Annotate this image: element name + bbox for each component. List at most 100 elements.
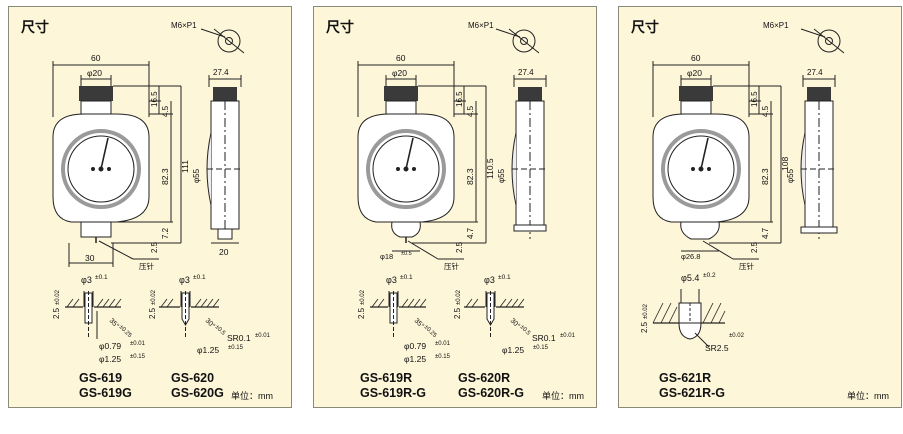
svg-text:27.4: 27.4 bbox=[213, 68, 229, 77]
dial-ring bbox=[366, 129, 446, 209]
unit-label: 单位：mm bbox=[847, 391, 889, 401]
svg-text:60: 60 bbox=[396, 53, 406, 63]
svg-text:2.5: 2.5 bbox=[52, 307, 61, 319]
svg-text:±0.1: ±0.1 bbox=[193, 274, 206, 281]
thread-symbol bbox=[512, 29, 536, 53]
svg-text:压针: 压针 bbox=[739, 261, 754, 271]
knurled-knob bbox=[79, 86, 113, 101]
svg-text:82.3: 82.3 bbox=[760, 168, 770, 185]
svg-text:16.5: 16.5 bbox=[455, 91, 464, 107]
svg-text:60: 60 bbox=[691, 53, 701, 63]
svg-text:±0.02: ±0.02 bbox=[360, 289, 366, 305]
svg-text:16.5: 16.5 bbox=[750, 91, 759, 107]
drawing-panel-gs-621r: 尺寸 M6×P1 60 φ20 16.5 4.5 108 82.3 2.5 4.… bbox=[618, 6, 902, 408]
svg-text:27.4: 27.4 bbox=[518, 68, 534, 77]
panel-title: 尺寸 bbox=[21, 19, 49, 35]
drawing-panel-gs-619: 尺寸 M6×P1 60 φ20 16.5 4.5 111 82.3 2.5 bbox=[8, 6, 292, 408]
panel-title: 尺寸 bbox=[631, 19, 659, 35]
svg-text:±0.1: ±0.1 bbox=[95, 274, 108, 281]
drawing-panel-gs-619r: 尺寸 M6×P1 60 φ20 16.5 4.5 110.5 82.3 2.5 … bbox=[313, 6, 597, 408]
dial-needle bbox=[700, 137, 709, 170]
svg-text:SR2.5: SR2.5 bbox=[705, 343, 729, 353]
svg-text:φ5.4: φ5.4 bbox=[681, 273, 699, 283]
svg-text:φ55: φ55 bbox=[786, 168, 795, 183]
svg-text:2.5: 2.5 bbox=[455, 241, 464, 253]
svg-text:φ55: φ55 bbox=[192, 168, 201, 183]
svg-text:4.7: 4.7 bbox=[466, 227, 475, 239]
svg-text:±0.15: ±0.15 bbox=[435, 354, 451, 360]
svg-text:±0.1: ±0.1 bbox=[498, 274, 511, 281]
svg-text:φ20: φ20 bbox=[87, 68, 102, 78]
svg-text:±0.01: ±0.01 bbox=[435, 341, 451, 347]
svg-text:φ20: φ20 bbox=[392, 68, 407, 78]
svg-text:φ0.79: φ0.79 bbox=[99, 341, 121, 351]
svg-text:2.5: 2.5 bbox=[148, 307, 157, 319]
svg-text:60: 60 bbox=[91, 53, 101, 63]
svg-text:M6×P1: M6×P1 bbox=[763, 21, 789, 30]
unit-label: 单位：mm bbox=[542, 391, 584, 401]
svg-text:4.7: 4.7 bbox=[761, 227, 770, 239]
svg-text:φ3: φ3 bbox=[179, 275, 190, 285]
svg-text:20: 20 bbox=[219, 247, 229, 257]
svg-text:±0.01: ±0.01 bbox=[560, 333, 576, 339]
svg-text:82.3: 82.3 bbox=[160, 168, 170, 185]
indenter-detail-b: φ3 ±0.1 2.5 ±0.02 30° ±0.5 SR0.1 ±0.01 φ… bbox=[148, 274, 271, 355]
thread-label: M6×P1 bbox=[171, 21, 197, 30]
svg-text:φ3: φ3 bbox=[81, 275, 92, 285]
svg-text:±0.1: ±0.1 bbox=[400, 274, 413, 281]
svg-text:2.5: 2.5 bbox=[640, 321, 649, 333]
svg-text:φ1.25: φ1.25 bbox=[502, 345, 524, 355]
svg-text:SR0.1: SR0.1 bbox=[227, 333, 251, 343]
svg-text:108: 108 bbox=[780, 157, 790, 171]
svg-text:M6×P1: M6×P1 bbox=[468, 21, 494, 30]
svg-text:4.5: 4.5 bbox=[466, 105, 475, 117]
svg-text:±0.25: ±0.25 bbox=[423, 324, 438, 339]
svg-text:φ18: φ18 bbox=[380, 252, 393, 261]
thread-hole bbox=[225, 37, 233, 45]
indenter-detail-a: φ3 ±0.1 2.5 ±0.02 35° ±0.25 φ0.79 ±0.01 … bbox=[357, 274, 451, 364]
svg-text:±0.02: ±0.02 bbox=[151, 289, 157, 305]
svg-text:φ1.25: φ1.25 bbox=[197, 345, 219, 355]
svg-text:2.5: 2.5 bbox=[357, 307, 366, 319]
svg-text:±0.02: ±0.02 bbox=[729, 333, 745, 339]
dial-needle bbox=[100, 137, 109, 170]
svg-text:82.3: 82.3 bbox=[465, 168, 475, 185]
svg-text:16.5: 16.5 bbox=[150, 91, 159, 107]
svg-text:±0.02: ±0.02 bbox=[643, 303, 649, 319]
svg-text:±0.15: ±0.15 bbox=[130, 354, 146, 360]
svg-text:φ1.25: φ1.25 bbox=[99, 354, 121, 364]
thread-symbol bbox=[817, 29, 841, 53]
svg-text:±0.02: ±0.02 bbox=[55, 289, 61, 305]
technical-drawing-3: M6×P1 60 φ20 16.5 4.5 108 82.3 2.5 4.7 φ… bbox=[640, 21, 845, 353]
svg-text:±0.01: ±0.01 bbox=[255, 333, 271, 339]
svg-text:φ0.79: φ0.79 bbox=[404, 341, 426, 351]
side-knob bbox=[807, 87, 831, 101]
svg-text:φ55: φ55 bbox=[497, 168, 506, 183]
indenter-detail-a: φ3 ±0.1 2.5 ±0.02 35° ±0.25 φ0.79 ±0.01 … bbox=[52, 274, 146, 364]
svg-text:±0.5: ±0.5 bbox=[214, 324, 227, 337]
svg-text:110.5: 110.5 bbox=[485, 158, 495, 179]
technical-drawing-2: M6×P1 60 φ20 16.5 4.5 110.5 82.3 2.5 4.7… bbox=[357, 21, 576, 364]
svg-text:φ3: φ3 bbox=[386, 275, 397, 285]
side-knob bbox=[213, 87, 237, 101]
panel-title: 尺寸 bbox=[326, 19, 354, 35]
technical-drawing-1: M6×P1 60 φ20 16.5 4.5 111 82.3 2.5 7.2 3… bbox=[52, 21, 271, 364]
svg-text:±0.5: ±0.5 bbox=[519, 324, 532, 337]
dial-ring bbox=[61, 129, 141, 209]
gauge-foot bbox=[680, 221, 720, 240]
svg-text:±0.2: ±0.2 bbox=[703, 272, 716, 279]
svg-text:±0.15: ±0.15 bbox=[228, 345, 244, 351]
knurled-knob bbox=[679, 86, 713, 101]
svg-text:27.4: 27.4 bbox=[807, 68, 823, 77]
svg-text:2.5: 2.5 bbox=[750, 241, 759, 253]
svg-text:φ3: φ3 bbox=[484, 275, 495, 285]
svg-text:压针: 压针 bbox=[444, 261, 459, 271]
svg-text:φ1.25: φ1.25 bbox=[404, 354, 426, 364]
unit-label: 单位：mm bbox=[231, 391, 273, 401]
gauge-foot bbox=[80, 221, 112, 238]
indenter-detail-ball: φ5.4 ±0.2 2.5 ±0.02 SR2.5 ±0.02 bbox=[640, 272, 745, 353]
svg-text:±0.02: ±0.02 bbox=[456, 289, 462, 305]
